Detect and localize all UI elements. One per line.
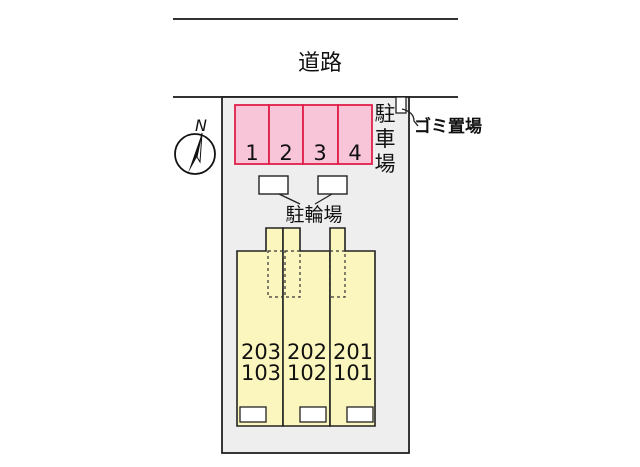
bicycle-parking-area-2 [317,175,348,195]
parking-spaces: 1 2 3 4 [234,104,373,165]
parking-label: 駐 車 場 [375,102,396,176]
unit-lower-number: 101 [333,361,373,385]
parking-space-number: 2 [279,141,292,165]
balcony-dashed [267,250,284,298]
north-label: N [195,116,207,135]
unit-upper-number: 203 [241,340,281,364]
parking-space-number: 3 [313,141,326,165]
entrance [239,406,267,423]
parking-label-char: 場 [375,152,396,176]
compass-needle-light [196,132,203,164]
parking-space-4 [337,104,373,165]
bicycle-parking-area-1 [258,175,289,195]
north-arrow-icon: N [174,116,216,175]
bicycle-parking-label: 駐輪場 [285,204,342,226]
parking-label-char: 駐 [375,102,396,126]
unit-block-201-101 [329,227,376,427]
parking-space-number: 1 [245,141,258,165]
building: 203 103 202 102 201 101 [236,227,376,427]
unit-block-203-103 [236,227,284,427]
parking-space-2 [268,104,304,165]
garbage-area [395,96,407,114]
parking-space-3 [302,104,339,165]
garbage-pointer [401,108,419,127]
road-label: 道路 [298,51,342,76]
garbage-label: ゴミ置場 [414,116,482,137]
entrance [346,406,374,423]
entrance [299,406,327,423]
bicycle-pointer-left [278,193,301,205]
compass-needle-dark [188,133,202,173]
bicycle-pointer-right [314,193,333,205]
balcony-dashed [329,250,346,298]
parking-space-1 [234,104,270,165]
unit-block-202-102 [282,227,331,427]
parking-space-number: 4 [348,141,361,165]
unit-lower-number: 103 [241,361,281,385]
unit-upper-number: 201 [333,340,373,364]
balcony-dashed [284,250,301,298]
unit-lower-number: 102 [287,361,327,385]
unit-upper-number: 202 [287,340,327,364]
parking-label-char: 車 [375,127,396,151]
